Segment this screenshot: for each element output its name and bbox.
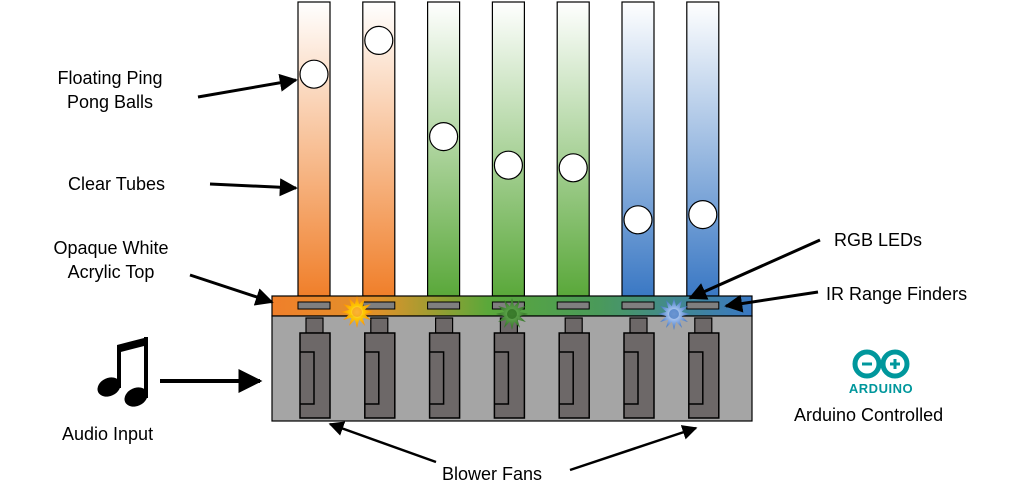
ping-pong-ball (558, 153, 588, 183)
ping-pong-ball (493, 150, 523, 180)
balls-label-line2: Pong Balls (66, 92, 154, 112)
blower-fan (623, 317, 655, 419)
ping-pong-ball (623, 205, 653, 235)
ping-pong-ball (429, 122, 459, 152)
ir-sensor (556, 301, 590, 310)
balls-label-line1: Floating Ping (57, 68, 163, 88)
clear-tube (686, 1, 720, 297)
tubes-label: Clear Tubes (68, 174, 166, 194)
top-label-line1: Opaque White (53, 238, 169, 258)
leds-arrow (688, 238, 821, 300)
fans-arrow-left (328, 421, 437, 464)
rgb-leds-group (341, 296, 690, 330)
rgb-led (496, 298, 528, 330)
blower-fan (428, 317, 461, 419)
ping-pong-ball (299, 59, 329, 89)
music-note-icon (97, 337, 148, 407)
blower-fan (364, 317, 396, 419)
blower-fan (558, 317, 590, 419)
top-label: Opaque White Acrylic Top (36, 236, 186, 284)
balls-arrow (197, 73, 298, 99)
top-arrow (189, 273, 274, 306)
clear-tube (491, 1, 525, 297)
arduino-logo: ARDUINO (849, 349, 913, 396)
ping-pong-ball (688, 200, 718, 230)
blower-fan (299, 317, 331, 419)
blower-fans-group (299, 317, 720, 419)
leds-label: RGB LEDs (834, 230, 923, 250)
audio-label: Audio Input (62, 424, 154, 444)
tubes-group (297, 1, 720, 297)
ping-pong-ball (364, 25, 394, 56)
fans-label: Blower Fans (442, 464, 543, 484)
ir-sensor (621, 301, 655, 310)
ir-sensor (686, 301, 720, 310)
balls-label: Floating Ping Pong Balls (40, 66, 180, 114)
clear-tube (297, 1, 331, 297)
blower-fan (688, 317, 720, 419)
ir-label: IR Range Finders (826, 284, 968, 304)
tubes-arrow (209, 178, 298, 197)
ir-sensor (297, 301, 331, 310)
arduino-logo-text: ARDUINO (849, 381, 913, 396)
ir-sensor (427, 301, 461, 310)
arduino-label: Arduino Controlled (794, 405, 944, 425)
rgb-led (658, 298, 690, 330)
clear-tube (556, 1, 590, 297)
blower-fan (493, 317, 526, 419)
fans-arrow-right (569, 425, 698, 472)
top-label-line2: Acrylic Top (67, 262, 155, 282)
rgb-led (341, 296, 373, 328)
ir-arrow (724, 290, 819, 313)
clear-tube (621, 1, 655, 297)
